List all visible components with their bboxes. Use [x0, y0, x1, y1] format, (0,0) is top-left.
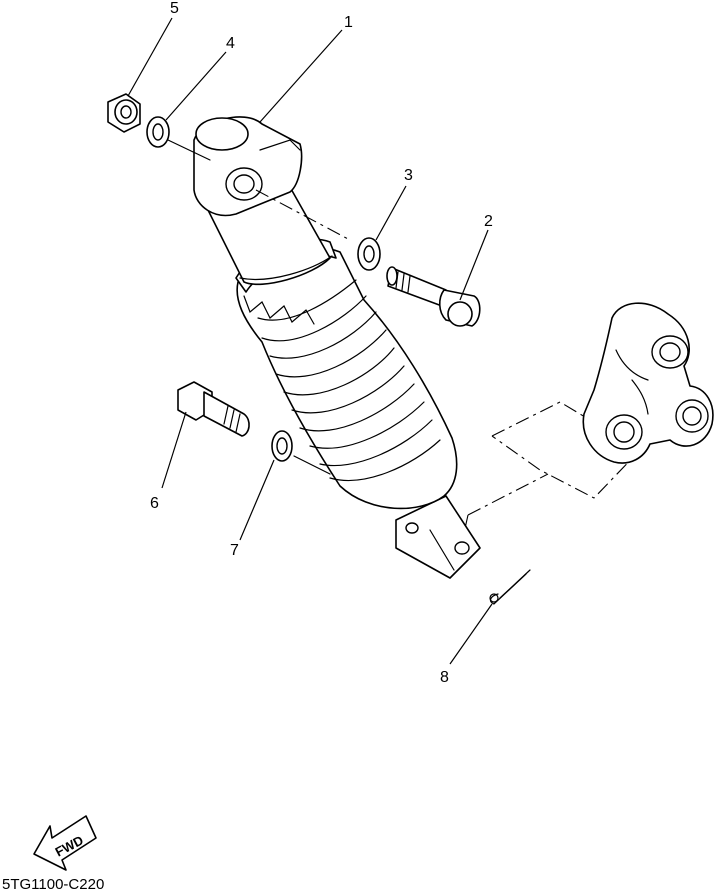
callout-3: 3: [404, 167, 413, 184]
upper-mounting-bolt: [386, 266, 481, 327]
callout-7: 7: [230, 542, 239, 559]
callout-8: 8: [440, 669, 449, 686]
callout-6: 6: [150, 495, 159, 512]
rear-shock-absorber: [193, 116, 481, 579]
callout-1: 1: [344, 14, 353, 31]
lower-washer-7: [271, 430, 293, 462]
callout-4: 4: [226, 35, 235, 52]
lower-mounting-bolt: [177, 381, 250, 437]
upper-nut-5: [107, 93, 141, 133]
forward-direction-arrow: FWD: [33, 815, 97, 871]
diagram-code: 5TG1100-C220: [2, 876, 104, 891]
upper-axis-line: [167, 139, 211, 161]
callout-5: 5: [170, 0, 179, 17]
relay-arm: [582, 302, 714, 464]
upper-washer-3: [357, 237, 381, 271]
lower-axis-line: [293, 455, 331, 475]
leader-lines: [127, 17, 493, 665]
upper-washer-4: [146, 116, 170, 148]
callout-2: 2: [484, 213, 493, 230]
upper-axis-dash: [255, 189, 351, 241]
cotter-pin: [489, 569, 531, 605]
